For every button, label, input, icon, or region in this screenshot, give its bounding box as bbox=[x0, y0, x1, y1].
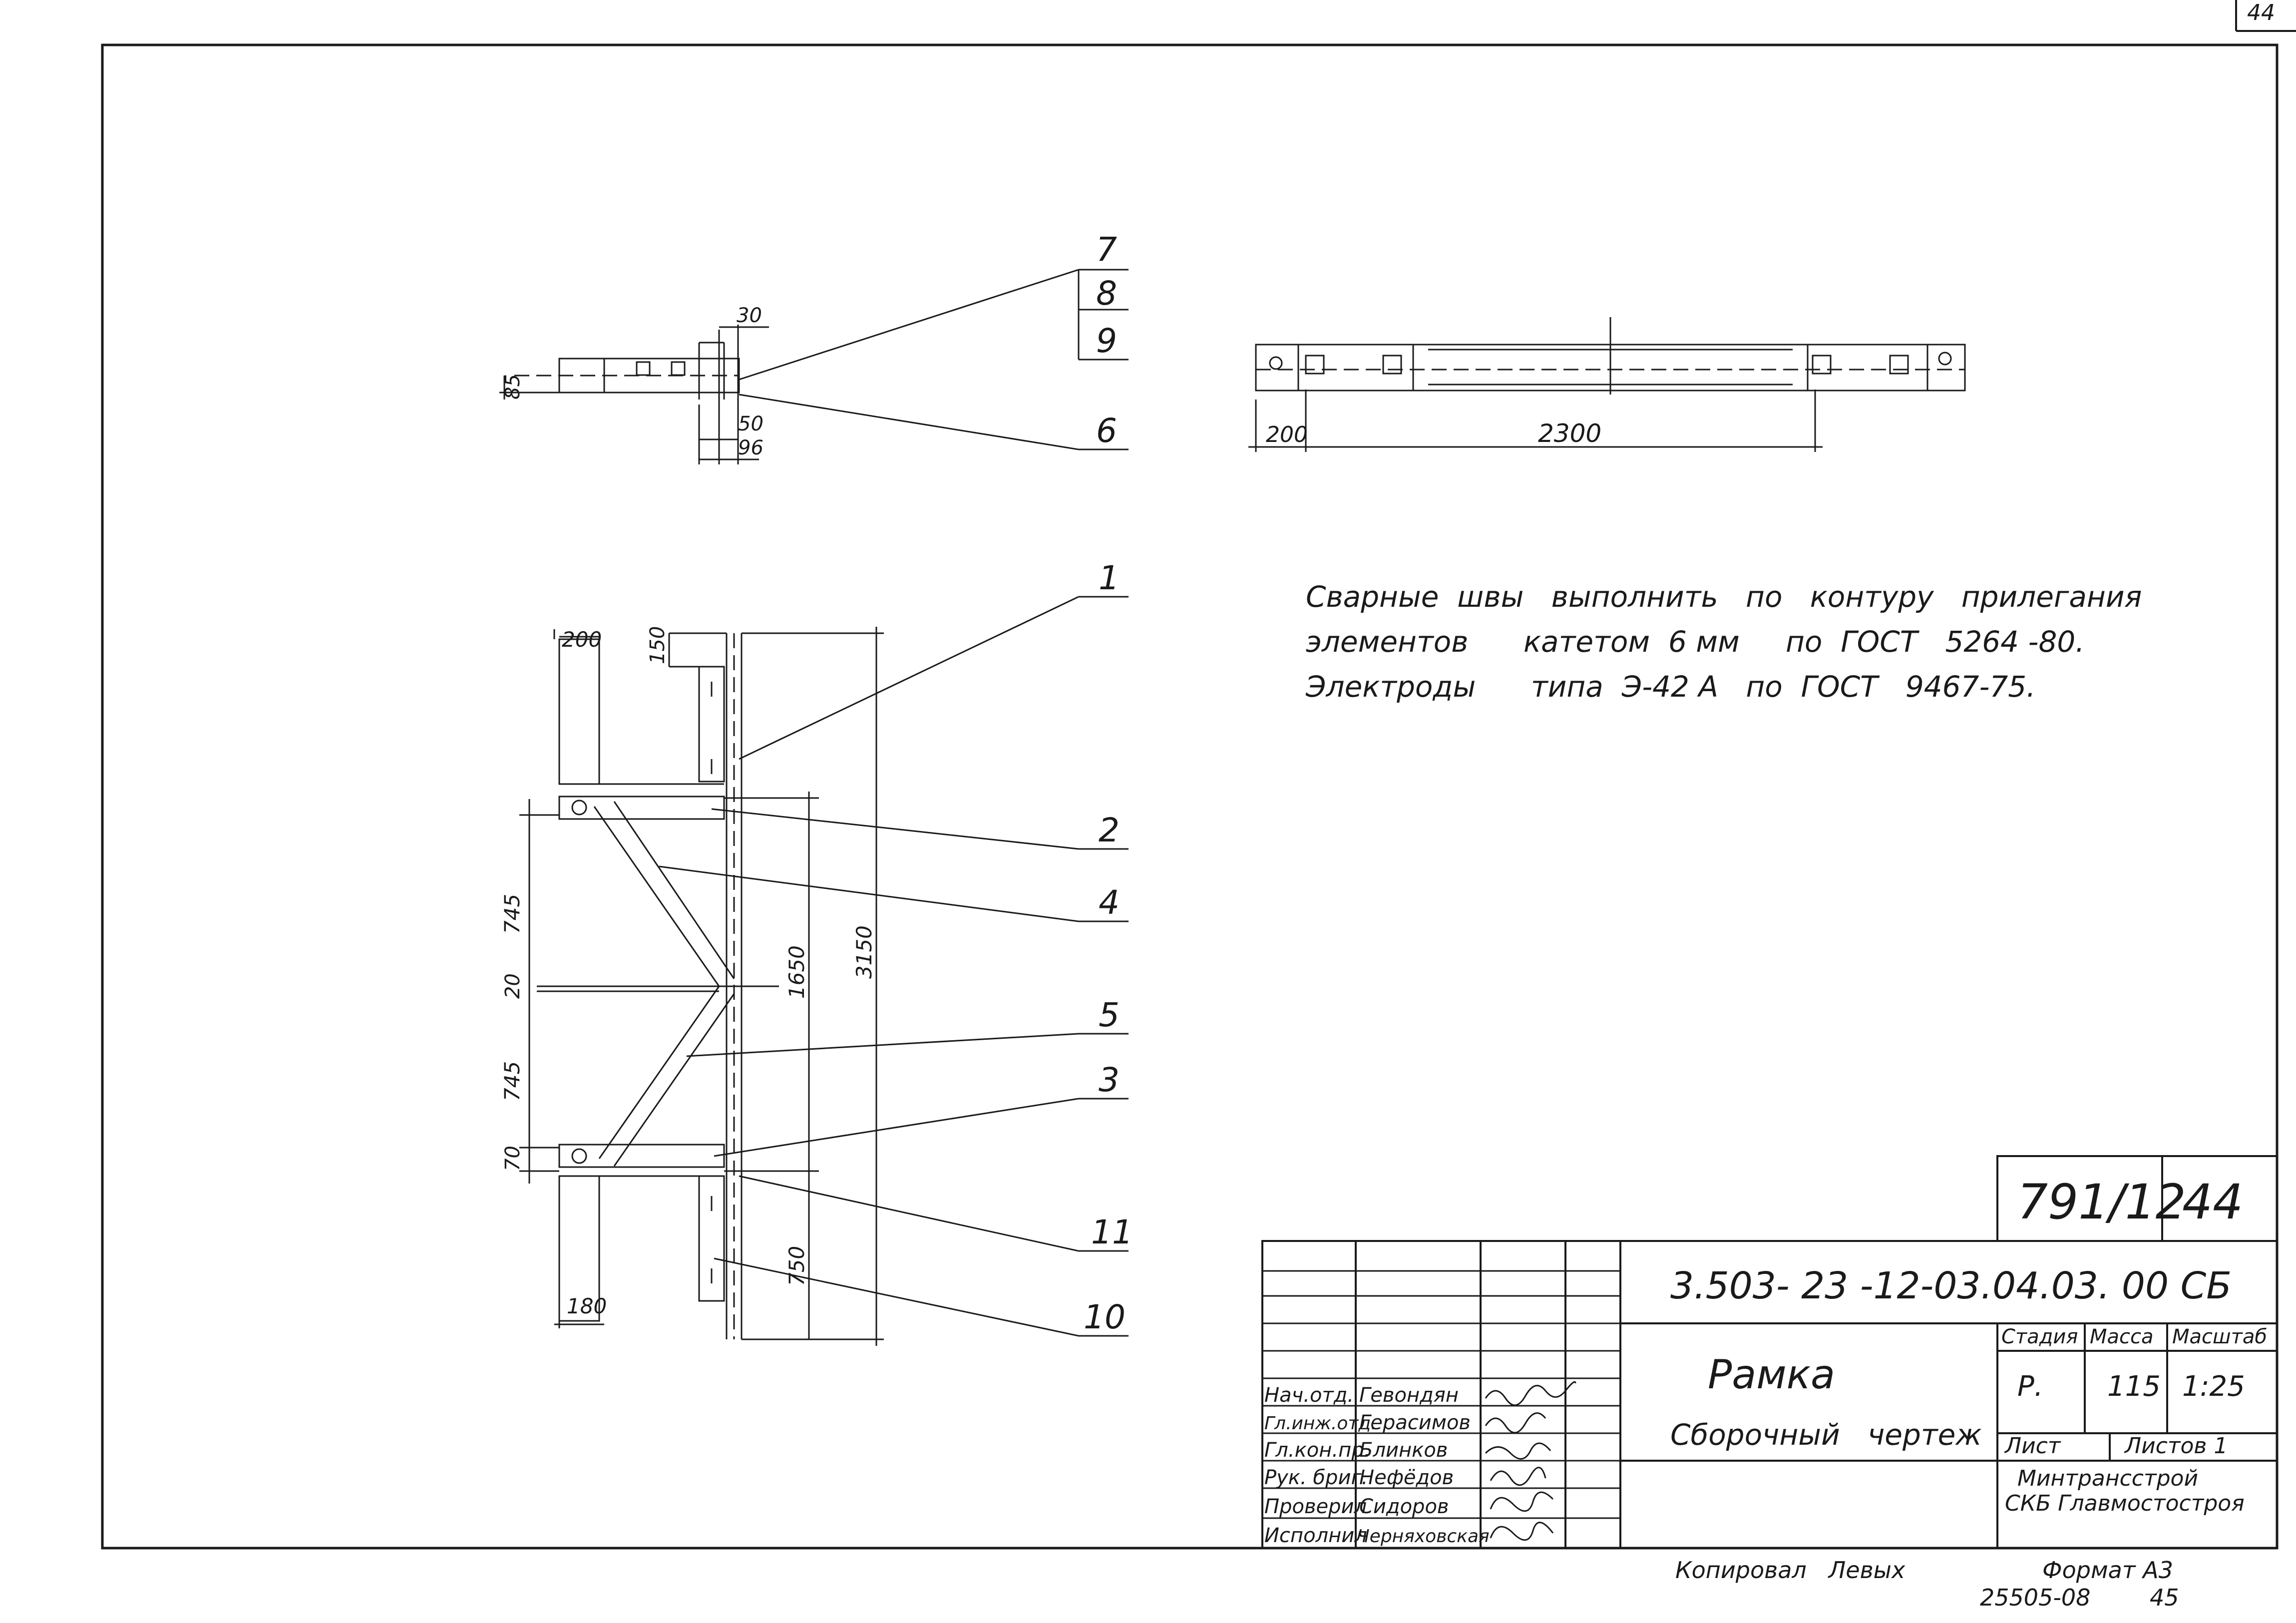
name-6: Черняховская bbox=[1357, 1526, 1490, 1547]
top-right-labels: 200 2300 bbox=[1266, 419, 1601, 448]
copied-by: Копировал Левых bbox=[1675, 1557, 1906, 1584]
top-right-view bbox=[1248, 317, 1966, 452]
archive-sheet: 44 bbox=[2182, 1174, 2243, 1230]
mass-value: 115 bbox=[2107, 1370, 2161, 1403]
callout-9: 9 bbox=[1096, 322, 1117, 360]
dim-85: 85 bbox=[501, 374, 524, 400]
dim-200-top: 200 bbox=[1266, 422, 1308, 447]
dim-3150: 3150 bbox=[852, 925, 876, 979]
main-view bbox=[519, 596, 1129, 1346]
name-3: Блинков bbox=[1359, 1439, 1448, 1462]
dim-745-lower: 745 bbox=[500, 1061, 524, 1101]
callout-10: 10 bbox=[1084, 1298, 1126, 1336]
org-line-2: СКБ Главмостостроя bbox=[2005, 1491, 2245, 1516]
dim-70: 70 bbox=[501, 1146, 524, 1171]
note-line-1: Сварные швы выполнить по контуру прилега… bbox=[1306, 580, 2142, 614]
org-line-1: Минтрансстрой bbox=[2017, 1466, 2198, 1491]
dim-20: 20 bbox=[501, 973, 524, 999]
stage-value: Р. bbox=[2017, 1370, 2043, 1403]
sheet-number: 25505-08 bbox=[1980, 1584, 2090, 1611]
role-3: Гл.кон.пр. bbox=[1264, 1439, 1370, 1462]
callout-8: 8 bbox=[1096, 274, 1117, 313]
role-5: Проверил bbox=[1264, 1495, 1367, 1518]
callout-7: 7 bbox=[1096, 230, 1117, 269]
drawing-frame bbox=[101, 43, 2279, 1550]
signatures bbox=[1485, 1381, 1576, 1541]
name-5: Сидоров bbox=[1359, 1495, 1449, 1518]
col-stage: Стадия bbox=[2001, 1325, 2078, 1348]
note-line-3: Электроды типа Э-42 А по ГОСТ 9467-75. bbox=[1305, 670, 2036, 704]
dim-200-main: 200 bbox=[562, 627, 602, 652]
name-1: Гевондян bbox=[1359, 1384, 1459, 1407]
title-block bbox=[1261, 1155, 2278, 1549]
drawing-subtitle: Сборочный чертеж bbox=[1670, 1418, 1982, 1452]
role-4: Рук. бриг. bbox=[1264, 1466, 1368, 1489]
callout-5: 5 bbox=[1099, 996, 1120, 1034]
sheet-label: Лист bbox=[2004, 1433, 2061, 1459]
callout-4: 4 bbox=[1099, 883, 1120, 922]
dim-2300: 2300 bbox=[1538, 419, 1601, 448]
dim-50: 50 bbox=[738, 412, 764, 435]
scale-value: 1:25 bbox=[2182, 1370, 2245, 1403]
dim-96: 96 bbox=[738, 436, 764, 459]
main-view-labels: 1 2 4 5 3 11 10 200 150 745 20 745 70 16… bbox=[500, 559, 1133, 1336]
sheet-corner: 44 bbox=[2235, 0, 2296, 32]
callout-2: 2 bbox=[1099, 811, 1120, 849]
sheets-label: Листов 1 bbox=[2124, 1433, 2228, 1459]
col-scale: Масштаб bbox=[2172, 1325, 2267, 1348]
name-2: Герасимов bbox=[1359, 1411, 1471, 1434]
name-4: Нефёдов bbox=[1359, 1466, 1454, 1489]
designation: 3.503- 23 -12-03.04.03. 00 СБ bbox=[1670, 1264, 2232, 1307]
callout-1: 1 bbox=[1099, 559, 1120, 597]
role-1: Нач.отд. bbox=[1264, 1384, 1354, 1407]
role-6: Исполнил bbox=[1264, 1524, 1367, 1547]
note-line-2: элементов катетом 6 мм по ГОСТ 5264 -80. bbox=[1306, 625, 2085, 659]
dim-180: 180 bbox=[567, 1294, 607, 1318]
sheet-extra: 45 bbox=[2150, 1584, 2179, 1611]
dim-1650: 1650 bbox=[784, 945, 809, 999]
footer: Копировал Левых Формат А3 25505-08 45 bbox=[1675, 1557, 2179, 1611]
title-block-text: 791/12 44 3.503- 23 -12-03.04.03. 00 СБ … bbox=[1264, 1174, 2267, 1547]
format: Формат А3 bbox=[2042, 1557, 2173, 1584]
drawing-title: Рамка bbox=[1708, 1351, 1835, 1398]
notes: Сварные швы выполнить по контуру прилега… bbox=[1305, 580, 2142, 704]
callout-6: 6 bbox=[1096, 411, 1117, 450]
callout-11: 11 bbox=[1091, 1213, 1133, 1251]
dim-30: 30 bbox=[737, 304, 762, 327]
dim-750: 750 bbox=[784, 1246, 809, 1286]
callout-3: 3 bbox=[1099, 1061, 1120, 1099]
dim-150: 150 bbox=[646, 626, 669, 664]
dim-745-upper: 745 bbox=[500, 894, 524, 934]
corner-sheet-number: 44 bbox=[2247, 0, 2275, 25]
top-left-labels: 7 8 9 6 30 85 50 96 bbox=[501, 230, 1117, 459]
role-2: Гл.инж.отд. bbox=[1264, 1413, 1377, 1434]
top-left-view bbox=[499, 269, 1129, 464]
archive-number: 791/12 bbox=[2017, 1174, 2186, 1230]
col-mass: Масса bbox=[2090, 1325, 2154, 1348]
